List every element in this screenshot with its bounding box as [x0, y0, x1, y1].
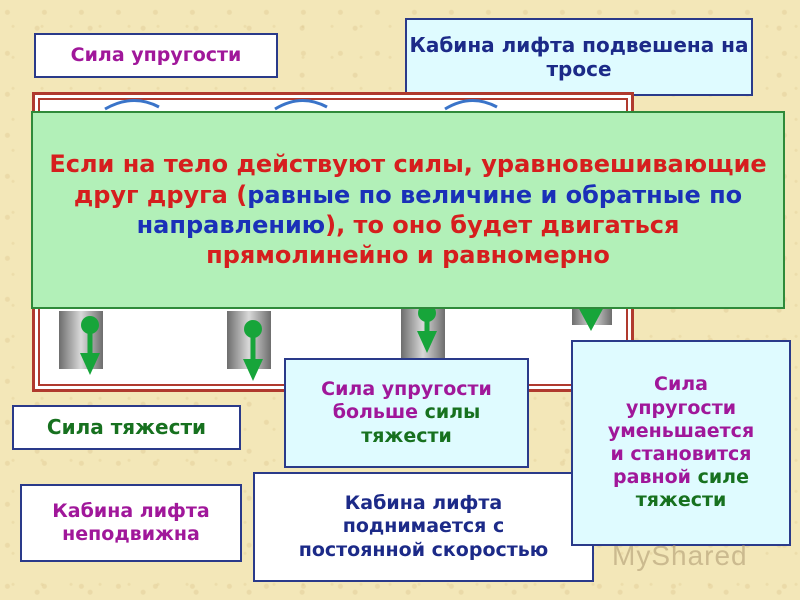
- less-line-2: упругости: [625, 396, 737, 419]
- label-cabin-rising: Кабина лифта поднимается с постоянной ск…: [253, 472, 594, 582]
- label-elastic-force-text: Сила упругости: [70, 43, 242, 66]
- less-line-1: Сила: [654, 373, 708, 396]
- label-elastic-greater: Сила упругости больше силы тяжести: [284, 358, 529, 468]
- cabin-up-line-3: постоянной скоростью: [298, 538, 549, 561]
- label-cabin-on-cable: Кабина лифта подвешена на тросе: [405, 18, 753, 96]
- less-word-equal: равной: [613, 466, 698, 489]
- cabin-up-line-1: Кабина лифта: [344, 492, 503, 515]
- less-word-force: силе: [697, 466, 749, 489]
- pulley-arrow-2: [274, 99, 328, 111]
- label-elastic-force: Сила упругости: [34, 33, 278, 78]
- cabin-up-line-2: поднимается с: [342, 515, 505, 538]
- statement-part-3: ), то оно будет двигаться прямолинейно и…: [206, 211, 680, 270]
- pulley-arrow-1: [104, 99, 160, 111]
- more-word-greater: больше: [332, 401, 425, 424]
- less-line-3: уменьшается: [607, 419, 755, 442]
- more-word-force: силы: [424, 401, 481, 424]
- cabin-2: [227, 311, 271, 381]
- cabin-1: [59, 311, 103, 375]
- label-gravity-text: Сила тяжести: [46, 415, 207, 440]
- watermark-logo: MyShared: [612, 540, 748, 571]
- main-statement: Если на тело действуют силы, уравновешив…: [31, 111, 785, 309]
- more-line-1: Сила упругости: [321, 378, 492, 401]
- label-cabin-still: Кабина лифта неподвижна: [20, 484, 242, 562]
- less-line-4: и становится: [610, 443, 752, 465]
- main-statement-text: Если на тело действуют силы, уравновешив…: [45, 149, 771, 271]
- label-elastic-decreasing: Сила упругости уменьшается и становится …: [571, 340, 791, 546]
- label-gravity: Сила тяжести: [12, 405, 241, 450]
- label-cabin-still-text: Кабина лифта неподвижна: [52, 499, 210, 545]
- less-line-6: тяжести: [635, 489, 727, 512]
- label-cabin-on-cable-text: Кабина лифта подвешена на тросе: [409, 32, 749, 81]
- more-line-3: тяжести: [361, 424, 452, 447]
- cabin-3: [401, 304, 445, 361]
- pulley-arrow-3: [444, 99, 498, 111]
- statement-part-2: равные по величине и обратные по направл…: [136, 180, 743, 239]
- statement-part-1: Если на тело действуют силы, уравновешив…: [49, 150, 767, 209]
